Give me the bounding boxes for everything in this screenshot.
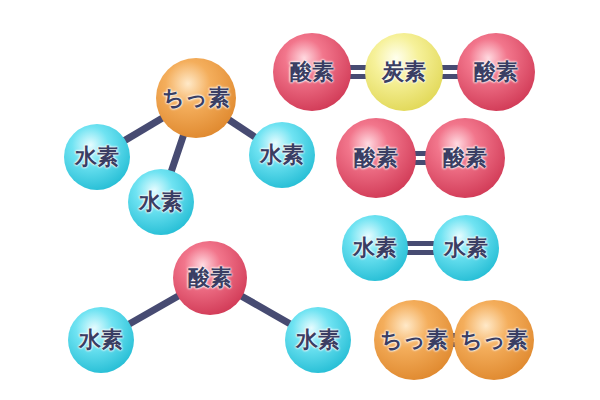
atom-ball: 酸素 [425, 118, 505, 198]
element-name: ちっ素 [380, 329, 448, 351]
atom-ball: 水素 [249, 122, 315, 188]
atom-ball: 酸素 [457, 33, 535, 111]
atom-ball: 酸素 [173, 241, 247, 315]
atom-ball: 炭素 [365, 33, 443, 111]
element-name: 水素 [75, 146, 119, 168]
element-name: 酸素 [354, 147, 398, 169]
bond-line [124, 117, 164, 141]
element-name: 酸素 [188, 267, 232, 289]
bond-line [240, 295, 291, 324]
element-name: 水素 [296, 329, 340, 351]
element-name: 水素 [444, 237, 488, 259]
atom-ball: 水素 [342, 215, 408, 281]
atom-ball: 水素 [285, 307, 351, 373]
element-name: ちっ素 [162, 87, 230, 109]
atom-ball: 酸素 [336, 118, 416, 198]
atom-ball: 水素 [68, 307, 134, 373]
bond-line [128, 295, 180, 324]
element-name: ちっ素 [460, 329, 528, 351]
bond-line [441, 68, 459, 77]
bond-line [171, 134, 184, 173]
atom-ball: ちっ素 [156, 58, 236, 138]
bond-line [349, 68, 367, 77]
atom-ball: ちっ素 [374, 300, 454, 380]
element-name: 水素 [139, 191, 183, 213]
element-name: 水素 [79, 329, 123, 351]
atom-ball: ちっ素 [454, 300, 534, 380]
atom-ball: 水素 [433, 215, 499, 281]
element-name: 酸素 [443, 147, 487, 169]
element-name: 酸素 [474, 61, 518, 83]
element-name: 水素 [353, 237, 397, 259]
element-name: 炭素 [382, 61, 426, 83]
element-name: 水素 [260, 144, 304, 166]
atom-ball: 酸素 [273, 33, 351, 111]
bond-line [406, 244, 435, 253]
atom-ball: 水素 [128, 169, 194, 235]
element-name: 酸素 [290, 61, 334, 83]
atom-ball: 水素 [64, 124, 130, 190]
bond-line [228, 119, 256, 138]
